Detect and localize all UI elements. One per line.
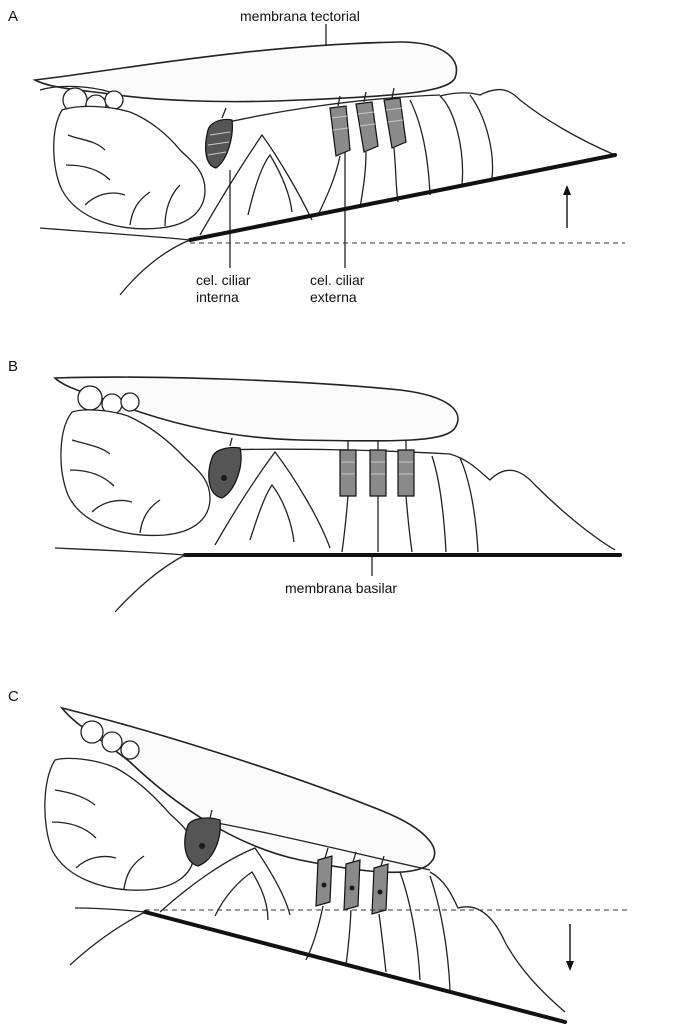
osseous-lamina [55, 548, 185, 555]
inner-hair-cell-nucleus [199, 843, 205, 849]
outer-hair-cell-nucleus [322, 883, 327, 888]
hensen-cell [432, 456, 446, 552]
hensen-surface [440, 90, 615, 155]
panel-b: B membrana basilar [0, 350, 673, 620]
deiters-cell [306, 906, 323, 960]
inner-sulcus-cells [61, 410, 210, 536]
deiters-cell [360, 152, 366, 208]
limbus-cell [78, 386, 102, 410]
basilar-membrane [190, 155, 615, 240]
limbus-cell [81, 721, 103, 743]
inner-hair-cell-nucleus [221, 475, 227, 481]
outer-hair-cell-nucleus [350, 886, 355, 891]
outer-hair-cell-nucleus [378, 890, 383, 895]
deiters-cell [342, 496, 348, 552]
panel-a: A membrana tectorial cel. ciliar interna… [0, 0, 673, 330]
inner-tunnel [248, 155, 292, 215]
osseous-lamina [75, 908, 145, 912]
arrow-head-down [566, 961, 574, 971]
panel-c: C [0, 680, 673, 1035]
outer-hair-cell-2 [344, 860, 360, 910]
inner-stereocilia [222, 108, 226, 118]
outer-hair-cell-1 [330, 106, 350, 156]
inner-tunnel [250, 485, 294, 542]
hensen-surface [450, 454, 615, 550]
osseous-lamina [40, 228, 190, 240]
outer-hair-cell-2 [356, 102, 378, 152]
deiters-cell [394, 148, 398, 202]
panel-b-drawing [0, 350, 673, 620]
hensen-cell [400, 872, 420, 980]
outer-hair-cell-1 [316, 856, 332, 906]
hensen-cell [440, 96, 463, 185]
deiters-cell [346, 910, 351, 965]
limbus-cell [105, 91, 123, 109]
limbus-cell [102, 732, 122, 752]
hensen-cell [430, 876, 450, 990]
deiters-cell [406, 496, 412, 552]
limbus-cell [121, 741, 139, 759]
outer-hair-cell-3 [384, 98, 406, 148]
outer-hair-cell-2 [370, 450, 386, 496]
outer-hair-cell-3 [372, 864, 388, 914]
outer-hair-cell-3 [398, 450, 414, 496]
deiters-cell [318, 156, 340, 215]
inner-tunnel [215, 872, 268, 920]
osseous-lamina [115, 555, 185, 612]
osseous-lamina [70, 912, 145, 965]
inner-sulcus-cells [54, 106, 205, 228]
panel-c-drawing [0, 680, 673, 1035]
outer-hair-cell-1 [340, 450, 356, 496]
hensen-cell [460, 458, 478, 552]
hensen-cell [410, 100, 430, 195]
inner-hair-cell [209, 447, 241, 498]
reticular-lamina [220, 449, 450, 454]
inner-stereocilia [230, 438, 232, 446]
arrow-head-up [563, 185, 571, 195]
osseous-lamina [120, 240, 190, 295]
deiters-cell [379, 914, 386, 972]
limbus-cell [121, 393, 139, 411]
basilar-membrane [145, 912, 565, 1022]
panel-a-drawing [0, 0, 673, 330]
inner-hair-cell [185, 818, 220, 866]
hensen-cell [470, 95, 493, 178]
